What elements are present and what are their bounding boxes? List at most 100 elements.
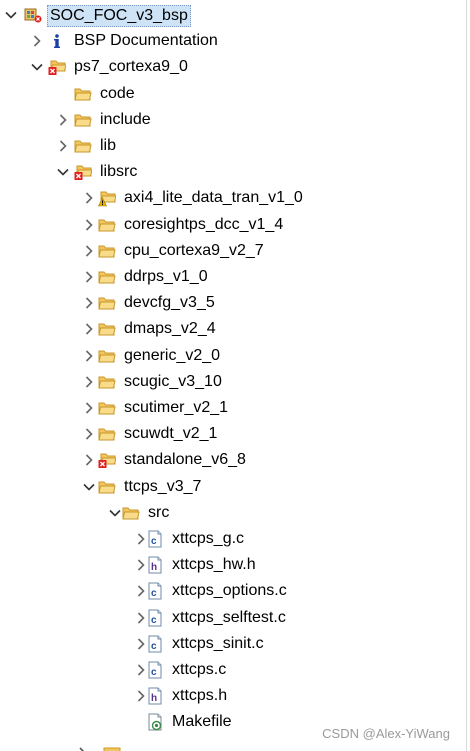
chevron-right-icon[interactable] (80, 320, 98, 338)
tree-item-axi4-lite-data-tran-v1-0[interactable]: axi4_lite_data_tran_v1_0 (0, 185, 466, 211)
panel-divider (466, 0, 467, 751)
tree-item-label: coresightps_dcc_v1_4 (124, 215, 284, 233)
folder-error-icon (74, 163, 92, 181)
folder-icon (98, 242, 116, 260)
tree-item-label: cpu_cortexa9_v2_7 (124, 241, 264, 259)
tree-item-label: xttcps_selftest.c (172, 608, 286, 626)
c-file-icon: c (146, 582, 164, 600)
tree-item-cpu-cortexa9-v2-7[interactable]: cpu_cortexa9_v2_7 (0, 238, 466, 264)
chevron-right-icon[interactable] (132, 635, 150, 653)
tree-item-coresightps-dcc-v1-4[interactable]: coresightps_dcc_v1_4 (0, 212, 466, 238)
folder-error-icon (48, 58, 66, 76)
chevron-right-icon[interactable] (80, 347, 98, 365)
project-icon (24, 6, 42, 24)
tree-item-generic-v2-0[interactable]: generic_v2_0 (0, 343, 466, 369)
tree-item-label: xttcps.c (172, 661, 227, 678)
chevron-down-icon[interactable] (80, 478, 98, 496)
chevron-right-icon[interactable] (80, 189, 98, 207)
svg-text:c: c (151, 615, 157, 626)
tree-item-label: BSP Documentation (74, 32, 218, 50)
tree-item-soc-foc-v3-bsp[interactable]: SOC_FOC_v3_bsp (0, 2, 466, 28)
cut-off-row-icon (79, 747, 121, 751)
tree-item-label: standalone_v6_8 (124, 451, 246, 469)
folder-icon (98, 478, 116, 496)
chevron-right-icon[interactable] (132, 609, 150, 627)
tree-item-scutimer-v2-1[interactable]: scutimer_v2_1 (0, 395, 466, 421)
info-icon (48, 32, 66, 50)
tree-item-scugic-v3-10[interactable]: scugic_v3_10 (0, 369, 466, 395)
tree-item-label: scuwdt_v2_1 (124, 425, 218, 443)
tree-item-code[interactable]: code (0, 81, 466, 107)
tree-item-label: scugic_v3_10 (124, 372, 222, 390)
chevron-down-icon[interactable] (106, 504, 124, 522)
chevron-right-icon[interactable] (132, 687, 150, 705)
chevron-right-icon[interactable] (132, 661, 150, 679)
watermark: CSDN @Alex-YiWang (322, 726, 450, 741)
tree-item-label: xttcps_options.c (172, 582, 287, 600)
tree-item-src[interactable]: src (0, 500, 466, 526)
svg-text:h: h (151, 562, 157, 573)
chevron-right-icon[interactable] (132, 556, 150, 574)
tree-item-xttcps-selftest-c[interactable]: c xttcps_selftest.c (0, 605, 466, 631)
tree-item-include[interactable]: include (0, 107, 466, 133)
tree-item-bsp-documentation[interactable]: BSP Documentation (0, 28, 466, 54)
chevron-right-icon[interactable] (132, 582, 150, 600)
chevron-right-icon[interactable] (54, 137, 72, 155)
chevron-right-icon[interactable] (80, 425, 98, 443)
h-file-icon: h (146, 556, 164, 574)
folder-icon (98, 425, 116, 443)
tree-item-ttcps-v3-7[interactable]: ttcps_v3_7 (0, 474, 466, 500)
svg-text:c: c (151, 536, 157, 547)
tree-item-label: SOC_FOC_v3_bsp (47, 5, 191, 27)
folder-icon (98, 347, 116, 365)
c-file-icon: c (146, 530, 164, 548)
chevron-down-icon[interactable] (28, 58, 46, 76)
chevron-right-icon[interactable] (80, 373, 98, 391)
tree-item-makefile[interactable]: Makefile (0, 709, 466, 735)
chevron-right-icon[interactable] (28, 32, 46, 50)
tree-item-label: ddrps_v1_0 (124, 268, 208, 285)
chevron-right-icon[interactable] (80, 451, 98, 469)
tree-item-xttcps-g-c[interactable]: c xttcps_g.c (0, 526, 466, 552)
tree-item-label: include (100, 110, 151, 128)
chevron-right-icon[interactable] (54, 111, 72, 129)
tree-item-devcfg-v3-5[interactable]: devcfg_v3_5 (0, 290, 466, 316)
chevron-right-icon[interactable] (80, 242, 98, 260)
tree-item-label: xttcps.h (172, 687, 228, 705)
tree-item-label: lib (100, 137, 117, 154)
h-file-icon: h (146, 687, 164, 705)
tree-item-xttcps-h[interactable]: h xttcps.h (0, 683, 466, 709)
tree-item-label: dmaps_v2_4 (124, 320, 216, 338)
folder-icon (122, 504, 140, 522)
tree-item-label: code (100, 84, 135, 102)
tree-item-label: ttcps_v3_7 (124, 477, 202, 495)
chevron-right-icon[interactable] (80, 216, 98, 234)
tree-item-dmaps-v2-4[interactable]: dmaps_v2_4 (0, 316, 466, 342)
tree-item-standalone-v6-8[interactable]: standalone_v6_8 (0, 447, 466, 473)
chevron-right-icon[interactable] (132, 530, 150, 548)
folder-icon (98, 294, 116, 312)
chevron-right-icon[interactable] (80, 399, 98, 417)
folder-icon (74, 137, 92, 155)
chevron-down-icon[interactable] (2, 6, 20, 24)
c-file-icon: c (146, 635, 164, 653)
tree-item-lib[interactable]: lib (0, 133, 466, 159)
tree-item-label: xttcps_g.c (172, 530, 245, 547)
partially-visible-tree-row (0, 741, 466, 751)
tree-item-ps7-cortexa9-0[interactable]: ps7_cortexa9_0 (0, 54, 466, 80)
tree-item-label: ps7_cortexa9_0 (74, 58, 188, 76)
tree-item-ddrps-v1-0[interactable]: ddrps_v1_0 (0, 264, 466, 290)
tree-item-label: libsrc (100, 163, 138, 181)
folder-icon (74, 85, 92, 103)
tree-item-xttcps-options-c[interactable]: c xttcps_options.c (0, 578, 466, 604)
tree-item-scuwdt-v2-1[interactable]: scuwdt_v2_1 (0, 421, 466, 447)
chevron-down-icon[interactable] (54, 163, 72, 181)
tree-item-label: generic_v2_0 (124, 346, 221, 364)
chevron-right-icon[interactable] (80, 294, 98, 312)
chevron-right-icon[interactable] (80, 268, 98, 286)
folder-error-icon (98, 451, 116, 469)
tree-item-libsrc[interactable]: libsrc (0, 159, 466, 185)
